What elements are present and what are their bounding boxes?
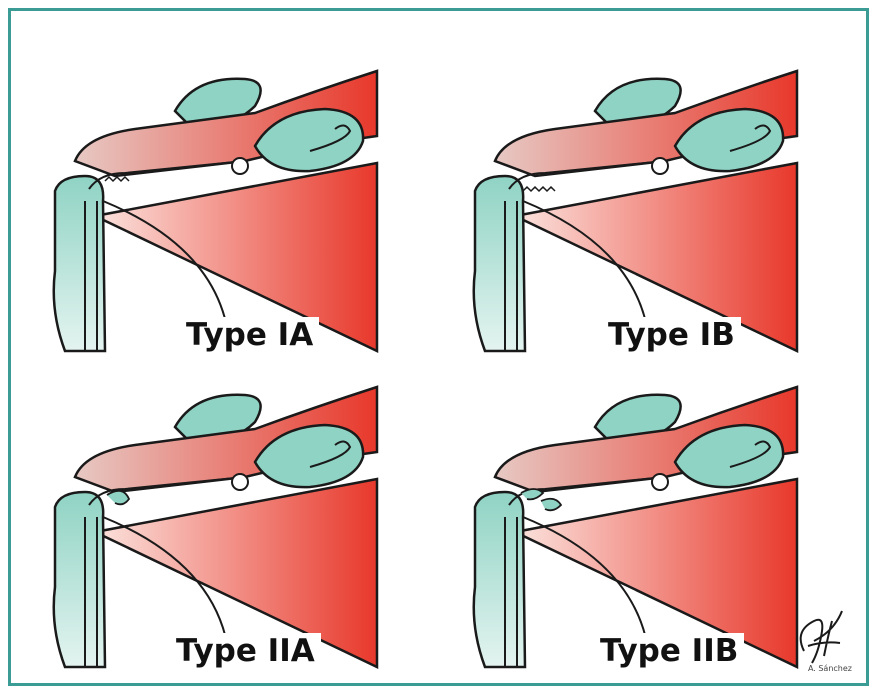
figure-frame: Type IA Type IB <box>8 8 869 686</box>
panel-label: Type IIB <box>594 633 744 669</box>
signature-mark <box>784 601 848 671</box>
panel-type-ib: Type IB <box>465 51 805 367</box>
panel-type-iib: Type IIB <box>465 367 805 683</box>
panel-type-ia: Type IA <box>45 51 385 367</box>
panel-type-iia: Type IIA <box>45 367 385 683</box>
panel-label: Type IIA <box>170 633 321 669</box>
panel-label: Type IA <box>180 317 319 353</box>
signature-text: A. Sánchez <box>808 664 852 673</box>
panel-label: Type IB <box>602 317 741 353</box>
